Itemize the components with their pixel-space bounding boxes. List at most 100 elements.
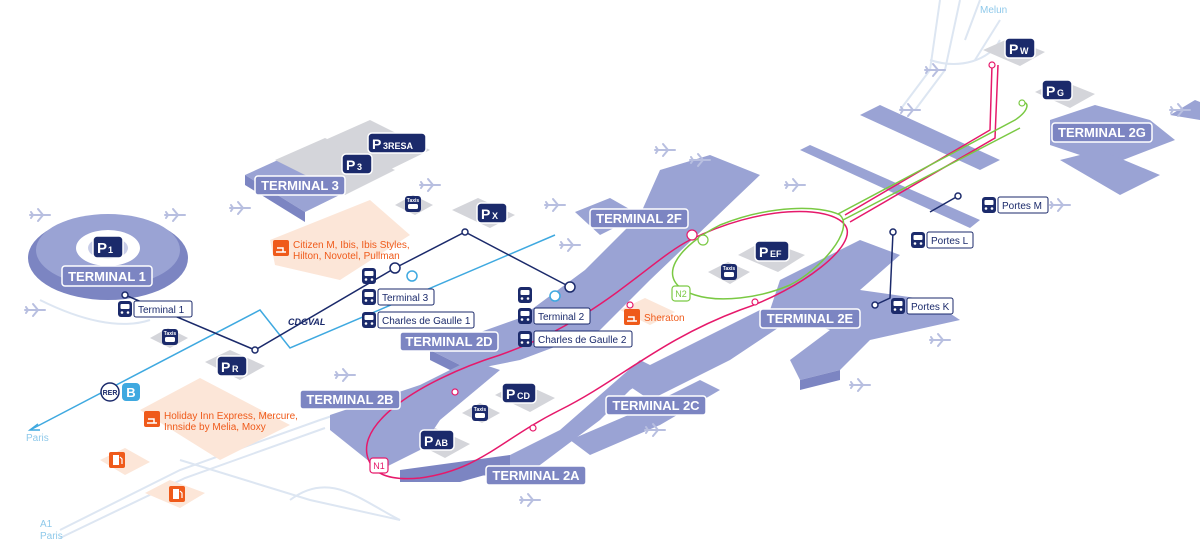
svg-text:Terminal 1: Terminal 1 — [138, 305, 185, 316]
svg-text:RER: RER — [103, 390, 118, 397]
svg-text:Melun: Melun — [980, 5, 1007, 16]
svg-text:R: R — [232, 364, 239, 374]
svg-text:P: P — [506, 386, 515, 402]
svg-text:N1: N1 — [373, 461, 385, 471]
svg-text:Taxis: Taxis — [723, 266, 736, 272]
svg-text:X: X — [492, 211, 498, 221]
taxi-icon: Taxis — [472, 405, 488, 421]
train-icon — [118, 301, 132, 317]
bus-icon — [362, 268, 376, 284]
svg-text:P: P — [97, 240, 107, 257]
plane-icon — [654, 143, 676, 157]
parking-p3-badge: P 3 — [341, 153, 373, 175]
plane-icon — [519, 493, 541, 507]
svg-text:Taxis: Taxis — [407, 198, 420, 204]
train-icon — [362, 312, 376, 328]
svg-text:Paris: Paris — [40, 531, 63, 542]
parking-pr-badge: P R — [216, 355, 248, 377]
bus-icon — [518, 287, 532, 303]
svg-text:Sheraton: Sheraton — [644, 313, 685, 324]
parking-pcd-badge: P CD — [501, 382, 537, 404]
terminal-2-complex — [330, 100, 1200, 482]
plane-icon — [784, 178, 806, 192]
svg-text:P: P — [372, 136, 381, 152]
svg-text:3RESA: 3RESA — [383, 141, 414, 151]
road-markers — [451, 61, 1026, 432]
svg-text:Citizen M, Ibis, Ibis Styles,: Citizen M, Ibis, Ibis Styles, — [293, 240, 410, 251]
plane-icon — [559, 238, 581, 252]
taxi-icon: Taxis — [162, 329, 178, 345]
svg-text:P: P — [346, 157, 355, 173]
parking-pw-badge: P W — [1004, 37, 1036, 59]
plane-icon — [164, 208, 186, 222]
svg-text:EF: EF — [770, 249, 782, 259]
svg-text:A1: A1 — [40, 519, 53, 530]
plane-icon — [544, 198, 566, 212]
plane-icon — [24, 303, 46, 317]
terminal-2d-label: TERMINAL 2D — [405, 334, 492, 349]
parking-p1-badge: P 1 — [92, 235, 124, 259]
taxi-icons: Taxis Taxis Taxis Taxis — [162, 196, 737, 421]
road-labels: Paris A1 Paris Melun N1 N2 — [26, 5, 1007, 542]
taxi-icon: Taxis — [405, 196, 421, 212]
svg-text:P: P — [1009, 41, 1018, 57]
svg-text:P: P — [759, 244, 768, 260]
svg-text:Portes L: Portes L — [931, 236, 969, 247]
plane-icon — [929, 333, 951, 347]
terminal-1-label: TERMINAL 1 — [68, 269, 146, 284]
train-icon — [982, 197, 996, 213]
station-portes-k: Portes K — [891, 297, 954, 315]
svg-text:Portes K: Portes K — [911, 302, 950, 313]
n1-badge: N1 — [369, 457, 389, 474]
svg-text:Hilton, Novotel, Pullman: Hilton, Novotel, Pullman — [293, 251, 400, 262]
cdgval-label: CDGVAL — [288, 317, 325, 327]
fuel-icon — [109, 452, 125, 468]
svg-text:N2: N2 — [675, 289, 687, 299]
svg-text:Taxis: Taxis — [474, 407, 487, 413]
parking-badges: P 1 P 3 P 3RESA P X P R P EF — [92, 37, 1073, 451]
parking-pef-badge: P EF — [754, 240, 790, 262]
svg-text:P: P — [424, 433, 433, 449]
plane-icon — [419, 178, 441, 192]
svg-text:Charles de Gaulle 1: Charles de Gaulle 1 — [382, 316, 471, 327]
terminal-2g-label: TERMINAL 2G — [1058, 125, 1146, 140]
taxi-icon: Taxis — [721, 264, 737, 280]
station-portes-l: Portes L — [911, 231, 974, 249]
terminal-3-label: TERMINAL 3 — [261, 178, 339, 193]
svg-text:P: P — [221, 359, 230, 375]
parking-px-badge: P X — [476, 202, 508, 224]
n2-badge: N2 — [671, 285, 691, 302]
shuttle-lines — [874, 195, 959, 306]
svg-text:Terminal 3: Terminal 3 — [382, 293, 429, 304]
rer-b-badge: RER B — [100, 382, 140, 402]
svg-text:Taxis: Taxis — [164, 331, 177, 337]
svg-text:Portes M: Portes M — [1002, 201, 1042, 212]
svg-text:Charles de Gaulle 2: Charles de Gaulle 2 — [538, 335, 627, 346]
svg-text:CD: CD — [517, 391, 530, 401]
svg-text:AB: AB — [435, 438, 448, 448]
svg-text:Holiday Inn Express, Mercure,: Holiday Inn Express, Mercure, — [164, 411, 298, 422]
terminal-2c-label: TERMINAL 2C — [612, 398, 700, 413]
svg-text:1: 1 — [108, 245, 113, 255]
terminal-2e-label: TERMINAL 2E — [767, 311, 854, 326]
station-labels: Terminal 1 Terminal 3 Charles de Gaulle … — [118, 196, 1049, 348]
train-icon — [518, 331, 532, 347]
terminal-2f-label: TERMINAL 2F — [596, 211, 682, 226]
plane-icon — [29, 208, 51, 222]
svg-text:B: B — [126, 385, 135, 400]
svg-text:Paris: Paris — [26, 433, 49, 444]
parking-pab-badge: P AB — [419, 429, 455, 451]
plane-icon — [1049, 198, 1071, 212]
train-icon — [518, 308, 532, 324]
terminal-2b-label: TERMINAL 2B — [306, 392, 393, 407]
parking-pg-badge: P G — [1041, 79, 1073, 101]
terminal-labels: TERMINAL 1 TERMINAL 3 TERMINAL 2F TERMIN… — [61, 122, 1153, 486]
fuel-stations — [109, 452, 185, 502]
svg-text:W: W — [1020, 46, 1029, 56]
plane-icon — [334, 368, 356, 382]
station-portes-m: Portes M — [982, 196, 1049, 214]
station-terminal-3: Terminal 3 — [362, 288, 435, 306]
svg-text:3: 3 — [357, 162, 362, 172]
hotel-group-1: Citizen M, Ibis, Ibis Styles, Hilton, No… — [273, 240, 410, 262]
hotel-labels: Citizen M, Ibis, Ibis Styles, Hilton, No… — [144, 240, 685, 433]
